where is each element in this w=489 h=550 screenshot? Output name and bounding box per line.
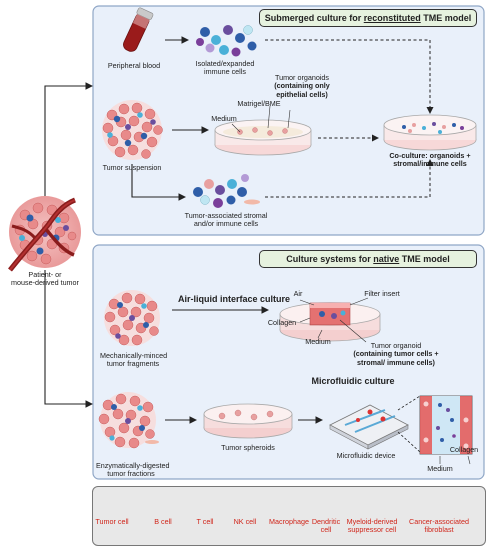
legend-label-fibroblast: Cancer-associated fibroblast — [409, 517, 469, 535]
suspension-to-stromal-arrow — [131, 164, 187, 201]
organoid-dish-icon — [214, 119, 312, 156]
source-to-top-arrow — [44, 82, 94, 196]
matrigel-label: Matrigel/BME — [237, 99, 281, 108]
legend-label-t-cell: T cell — [196, 517, 214, 526]
tumor-organoid-label: Tumor organoid (containing tumor cells +… — [353, 341, 439, 367]
spheroids-dish-icon — [203, 403, 293, 439]
microfluidic-title: Microfluidic culture — [311, 376, 395, 386]
top-panel-title: Submerged culture for reconstituted TME … — [259, 9, 477, 27]
microfluidic-device-icon — [329, 404, 409, 450]
ali-title: Air-liquid interface culture — [178, 294, 291, 304]
immune-cells-icon — [196, 25, 257, 57]
channel-zoom-icon — [419, 395, 473, 455]
stromal-cells-icon — [193, 174, 260, 208]
ali-dish-icon — [279, 302, 381, 342]
legend-label-dendritic-cell: Dendritic cell — [311, 517, 341, 535]
coculture-dish-icon — [383, 114, 477, 151]
device-label: Microfluidic device — [336, 451, 396, 460]
tumor-organoids-label: Tumor organoids (containing only epithel… — [274, 73, 330, 99]
medium-label-top: Medium — [211, 114, 237, 123]
blood-tube-icon — [123, 7, 154, 52]
source-tumor-icon — [8, 196, 81, 272]
bottom-panel-title: Culture systems for native TME model — [259, 250, 477, 268]
legend-label-b-cell: B cell — [154, 517, 172, 526]
spheroids-label: Tumor spheroids — [221, 443, 275, 452]
digested-fractions-icon — [98, 392, 159, 449]
legend-label-tumor-cell: Tumor cell — [95, 517, 129, 526]
legend-label-macrophage: Macrophage — [269, 517, 309, 526]
medium-label-micro: Medium — [427, 464, 453, 473]
collagen-label-micro: Collagen — [449, 445, 479, 454]
stromal-to-coculture-arrow — [265, 159, 434, 198]
cell-type-legend — [92, 486, 486, 546]
air-label: Air — [293, 289, 303, 298]
legend-label-nk-cell: NK cell — [233, 517, 257, 526]
top-panel — [92, 5, 485, 236]
tumor-suspension-label: Tumor suspension — [102, 163, 162, 172]
source-to-bottom-arrow — [44, 270, 94, 408]
immune-to-coculture-arrow — [265, 39, 434, 114]
peripheral-blood-label: Peripheral blood — [107, 61, 161, 70]
coculture-label: Co-culture: organoids +stromal/immune ce… — [389, 151, 471, 169]
filter-insert-label: Filter insert — [364, 289, 400, 298]
tumor-suspension-icon — [102, 100, 163, 160]
collagen-label: Collagen — [267, 318, 297, 327]
medium-label-ali: Medium — [305, 337, 331, 346]
legend-label-mdsc: Myeloid-derived suppressor cell — [346, 517, 398, 535]
minced-fragments-icon — [104, 290, 160, 346]
